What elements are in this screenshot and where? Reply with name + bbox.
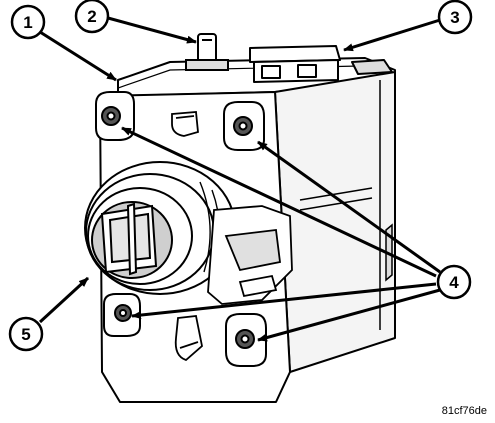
- callout-4: 4: [436, 264, 472, 300]
- callout-5: 5: [8, 316, 44, 352]
- mounting-ear-bottom-left: [103, 293, 141, 337]
- leader-4c: [131, 282, 437, 320]
- leader-4a: [121, 126, 437, 278]
- lower-latch-tab: [174, 315, 203, 362]
- leader-lines: [38, 16, 441, 342]
- inner-actuator-cavity: [207, 205, 293, 305]
- mounting-ear-top-left: [95, 91, 135, 141]
- leader-4b: [257, 140, 441, 274]
- callout-2: 2: [74, 0, 110, 34]
- callout-4-label: 4: [449, 273, 459, 292]
- callout-5-label: 5: [21, 325, 30, 344]
- leader-2: [107, 16, 197, 44]
- lock-cylinder-bore: [84, 161, 236, 295]
- leader-5: [38, 276, 90, 324]
- mounting-ear-top-right: [223, 101, 265, 151]
- upper-latch-tab: [171, 111, 199, 137]
- callout-1-label: 1: [23, 13, 32, 32]
- leader-3: [343, 18, 441, 52]
- callout-1: 1: [10, 4, 46, 40]
- callout-3: 3: [437, 0, 473, 35]
- electrical-connector: [249, 45, 393, 83]
- leader-1: [39, 30, 117, 82]
- drawing-reference-code: 81cf76de: [441, 405, 487, 417]
- leader-4d: [257, 288, 441, 342]
- callout-3-label: 3: [450, 8, 459, 27]
- locating-pin: [185, 33, 229, 71]
- callout-2-label: 2: [87, 7, 96, 26]
- mounting-ear-bottom-right: [225, 313, 267, 367]
